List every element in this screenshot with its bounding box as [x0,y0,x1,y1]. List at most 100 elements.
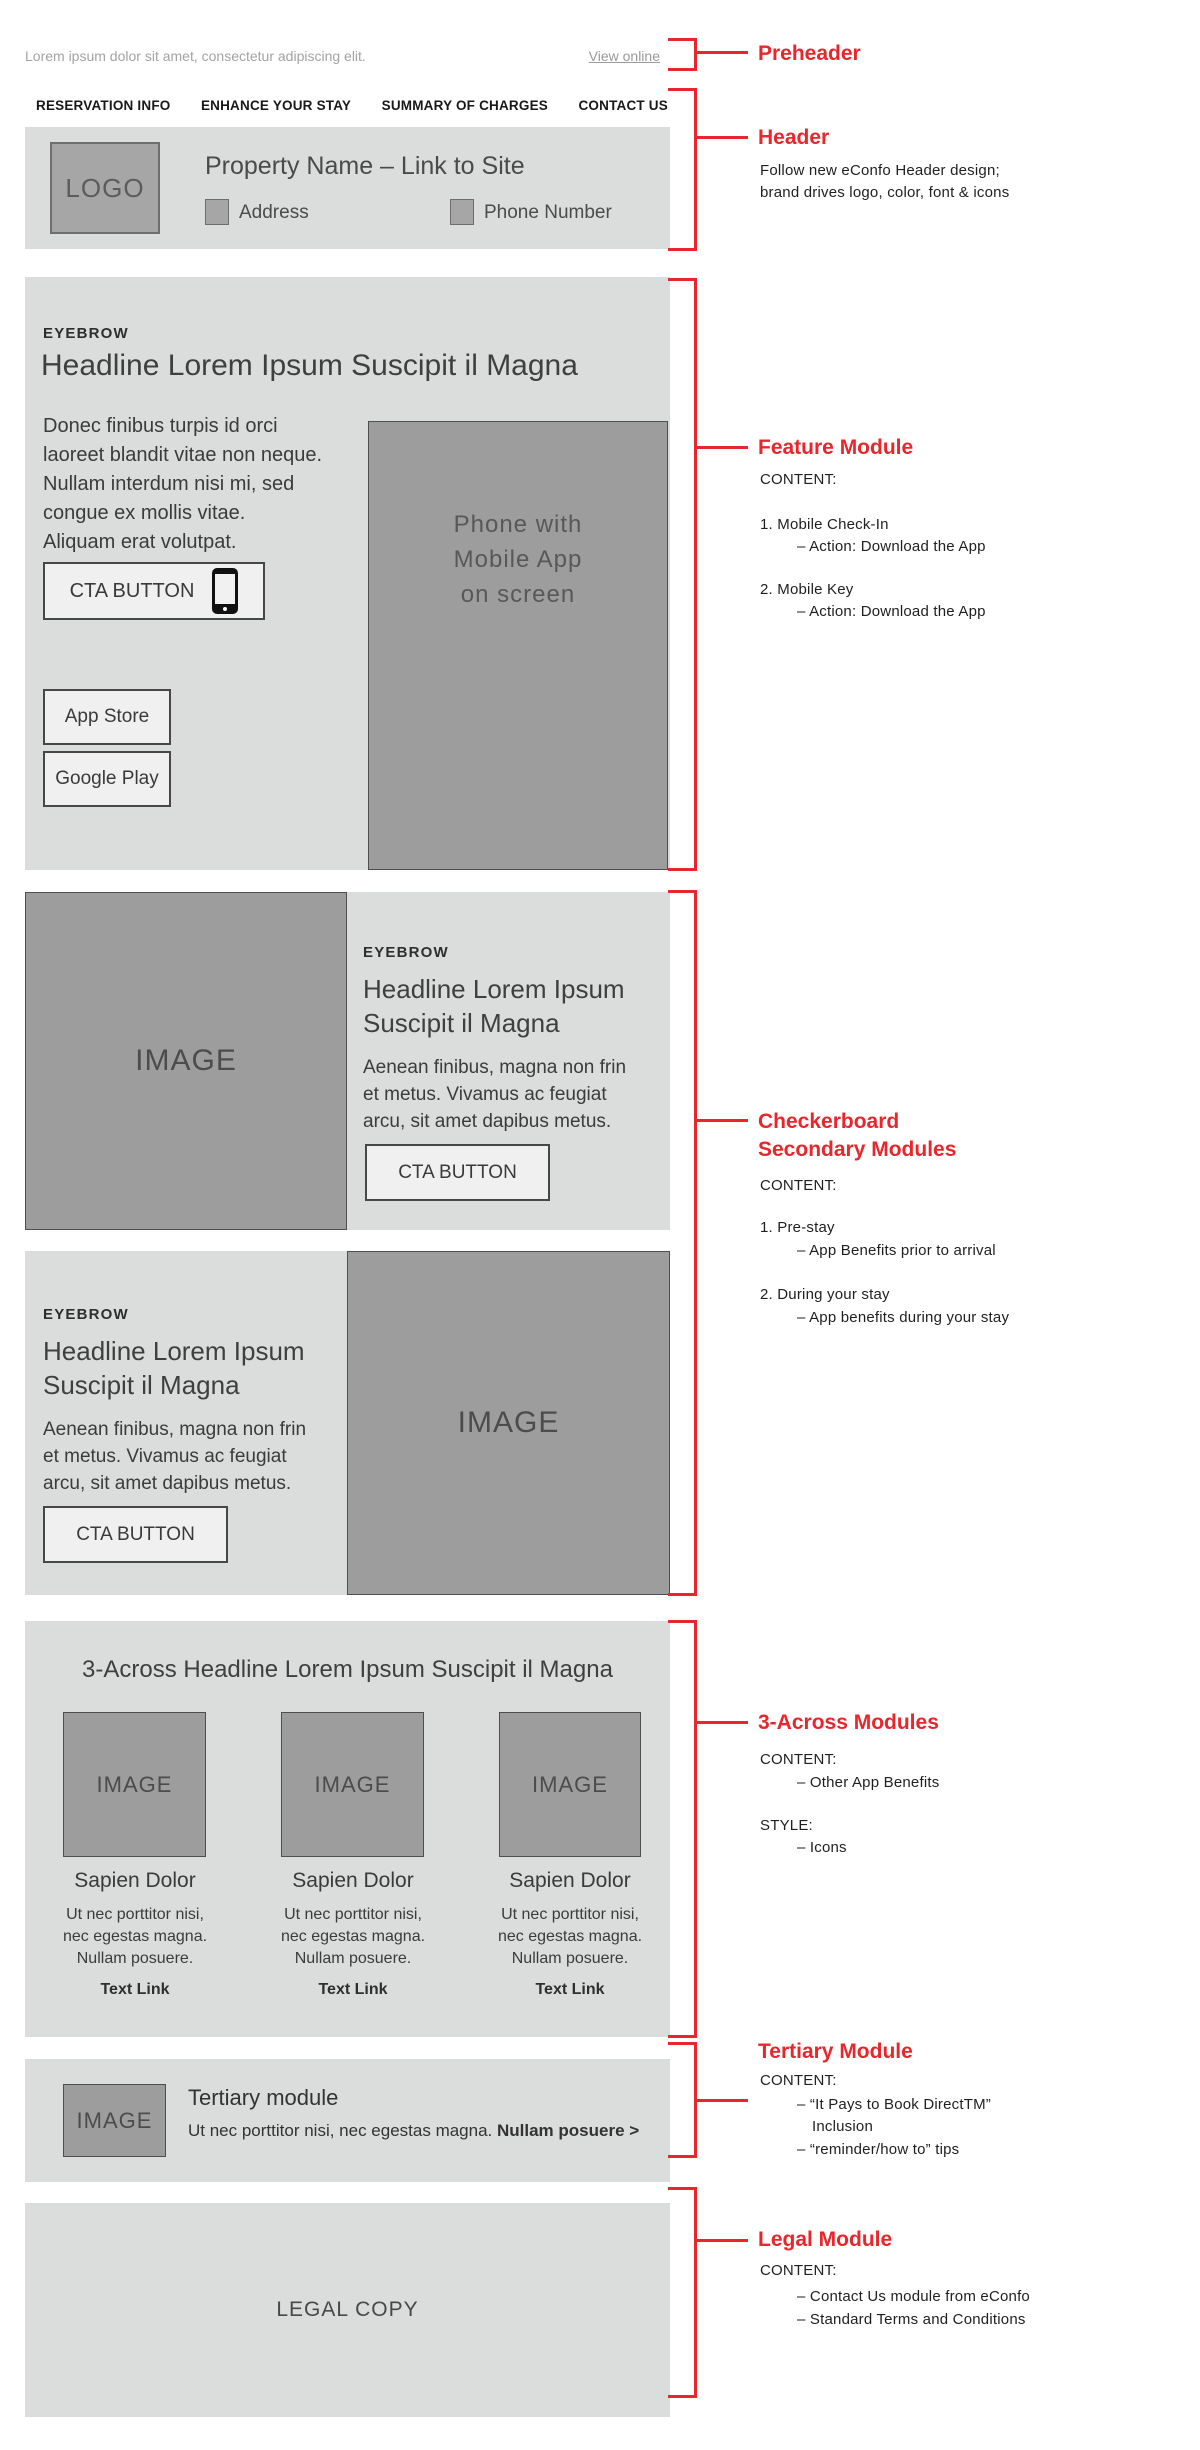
image-placeholder: IMAGE [63,1712,206,1857]
bracket-tick [668,88,697,91]
annotation-bracket-header [694,88,697,251]
annotation-item: 1. Mobile Check-In [760,516,889,533]
bracket-tick [668,248,697,251]
bracket-tick [668,2155,697,2158]
phone-image-placeholder: Phone with Mobile App on screen [368,421,668,870]
logo-placeholder: LOGO [50,142,160,234]
bracket-tick [668,38,697,41]
annotation-content-heading: CONTENT: [760,2262,837,2279]
annotation-bracket-tertiary [694,2042,697,2158]
annotation-subitem-cont: Inclusion [812,2118,874,2135]
annotation-bracket-preheader [694,38,697,71]
bracket-connector [697,1721,748,1724]
address-icon [205,199,229,225]
annotation-subitem: – App Benefits prior to arrival [797,1242,996,1259]
card-text-link[interactable]: Text Link [100,1981,170,1998]
annotation-bracket-three-across [694,1620,697,2038]
annotation-label-header: Header [758,126,830,149]
card-body: Ut nec porttitor nisi, nec egestas magna… [497,1906,643,1967]
annotation-subitem: – “It Pays to Book DirectTM” [797,2096,991,2113]
annotation-item: 1. Pre-stay [760,1219,835,1236]
phone-number-icon [450,199,474,225]
tertiary-body: Ut nec porttitor nisi, nec egestas magna… [188,2121,639,2141]
checkerboard1-eyebrow: EYEBROW [363,944,449,961]
bracket-connector [697,2239,748,2242]
annotation-subitem: – Icons [797,1839,847,1856]
body-line: Donec finibus turpis id orci [43,415,278,437]
annotation-label-tertiary: Tertiary Module [758,2040,913,2063]
nav-item-enhance-your-stay[interactable]: ENHANCE YOUR STAY [200,98,352,113]
checkerboard2-cta-button[interactable]: CTA BUTTON [43,1506,228,1563]
image-placeholder: IMAGE [347,1251,670,1595]
tertiary-link[interactable]: Nullam posuere > [497,2121,640,2140]
property-name-link[interactable]: Property Name – Link to Site [205,152,525,180]
card-text-link[interactable]: Text Link [318,1981,388,1998]
feature-module: EYEBROW Headline Lorem Ipsum Suscipit il… [25,277,670,870]
nav-item-contact-us[interactable]: CONTACT US [578,98,668,113]
three-across-module: 3-Across Headline Lorem Ipsum Suscipit i… [25,1621,670,2037]
annotation-desc: Follow new eConfo Header design; [760,162,1000,179]
address-label: Address [239,202,309,223]
checkerboard2-eyebrow: EYEBROW [43,1306,129,1323]
annotation-subitem: – Other App Benefits [797,1774,940,1791]
bracket-tick [668,890,697,893]
bracket-tick [668,2042,697,2045]
image-caption-line: Phone with [453,511,583,538]
card-body: Ut nec porttitor nisi, nec egestas magna… [62,1906,208,1967]
body-line: Nullam interdum nisi mi, sed [43,473,295,495]
annotation-content-heading: CONTENT: [760,1177,837,1194]
bracket-tick [668,1593,697,1596]
annotation-item: 2. Mobile Key [760,581,854,598]
annotation-bracket-checkerboard [694,890,697,1596]
image-placeholder: IMAGE [281,1712,424,1857]
bracket-tick [668,68,697,71]
tertiary-body-text: Ut nec porttitor nisi, nec egestas magna… [188,2121,497,2140]
annotation-bracket-feature [694,278,697,871]
legal-module: LEGAL COPY [25,2203,670,2417]
bracket-tick [668,868,697,871]
google-play-button[interactable]: Google Play [43,751,171,807]
card-text-link[interactable]: Text Link [535,1981,605,1998]
view-online-link[interactable]: View online [588,48,660,64]
nav-item-reservation-info[interactable]: RESERVATION INFO [36,98,171,113]
annotation-label-feature: Feature Module [758,436,914,459]
annotation-content-heading: CONTENT: [760,2072,837,2089]
checkerboard1-cta-button[interactable]: CTA BUTTON [365,1144,550,1201]
annotation-subitem: – Action: Download the App [797,538,986,555]
card-body: Ut nec porttitor nisi, nec egestas magna… [280,1906,426,1967]
annotation-label-legal: Legal Module [758,2228,893,2251]
annotation-subitem: – Action: Download the App [797,603,986,620]
header-nav: RESERVATION INFO ENHANCE YOUR STAY SUMMA… [36,98,668,113]
checkerboard2-body: Aenean finibus, magna non frin et metus.… [43,1419,307,1494]
annotation-label-three-across: 3-Across Modules [758,1711,939,1734]
tertiary-title: Tertiary module [188,2085,339,2110]
body-line: congue ex mollis vitae. [43,502,246,524]
image-placeholder: IMAGE [25,892,347,1230]
annotation-style-heading: STYLE: [760,1817,813,1834]
nav-item-summary-of-charges[interactable]: SUMMARY OF CHARGES [381,98,548,113]
checkerboard2-headline: Headline Lorem Ipsum Suscipit il Magna [43,1336,305,1400]
card-title: Sapien Dolor [509,1869,631,1892]
annotation-label-preheader: Preheader [758,42,861,65]
checkerboard-module-1: IMAGE EYEBROW Headline Lorem Ipsum Susci… [25,892,670,1230]
annotation-desc: brand drives logo, color, font & icons [760,184,1010,201]
bracket-connector [697,136,748,139]
feature-cta-label: CTA BUTTON [69,579,195,602]
header-module: LOGO Property Name – Link to Site Addres… [25,127,670,249]
image-caption-line: on screen [460,581,576,608]
feature-body: Donec finibus turpis id orci laoreet bla… [43,412,322,557]
body-line: Aliquam erat volutpat. [43,531,237,553]
feature-cta-button[interactable]: CTA BUTTON [43,562,265,620]
phone-number-label: Phone Number [484,202,612,223]
bracket-connector [697,51,748,54]
bracket-connector [697,446,748,449]
bracket-connector [697,1119,748,1122]
annotation-subitem: – Contact Us module from eConfo [797,2288,1030,2305]
preheader-text: Lorem ipsum dolor sit amet, consectetur … [25,48,366,64]
feature-eyebrow: EYEBROW [43,325,129,342]
annotation-content-heading: CONTENT: [760,471,837,488]
annotation-subitem: – “reminder/how to” tips [797,2141,960,2158]
card-title: Sapien Dolor [74,1869,196,1892]
checkerboard-module-2: IMAGE EYEBROW Headline Lorem Ipsum Susci… [25,1251,670,1595]
app-store-button[interactable]: App Store [43,689,171,745]
